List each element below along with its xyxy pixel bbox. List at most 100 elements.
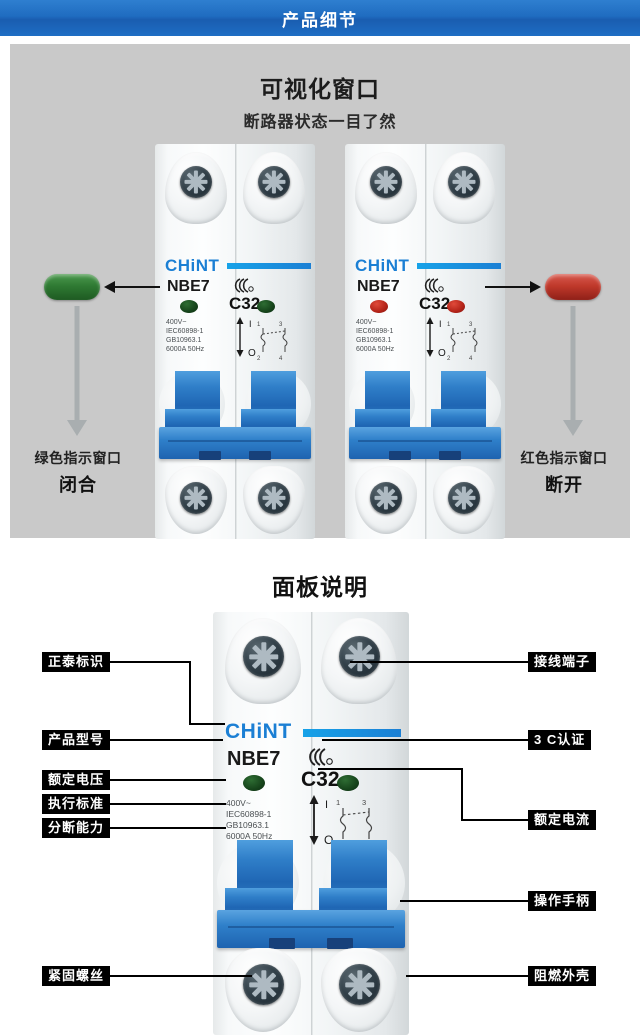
- spec-text: 400V~ IEC60898-1 GB10963.1 6000A 50Hz: [226, 798, 273, 841]
- spec-text: 400V~ IEC60898-1 GB10963.1 6000A 50Hz: [356, 319, 395, 353]
- terminal-screw-top-right: [448, 166, 480, 198]
- handle-ramp-left: [165, 409, 220, 431]
- svg-text:O: O: [248, 348, 256, 358]
- terminal-screw-top-left: [180, 166, 212, 198]
- red-caption-line1: 红色指示窗口: [520, 450, 608, 466]
- brand-stripe: [303, 729, 401, 737]
- svg-text:4: 4: [279, 356, 283, 362]
- status-window-right: [337, 775, 359, 791]
- page-title: 产品细节: [282, 10, 358, 30]
- brand-logo: CHiNT: [225, 720, 292, 743]
- terminal-screw-bottom-left: [180, 482, 212, 514]
- pole-divider: [425, 144, 427, 539]
- red-caption-line2: 断开: [545, 475, 583, 495]
- rated-current-leader-h1: [318, 768, 462, 770]
- flame-retardant-shell-callout: 阻燃外壳: [528, 966, 597, 986]
- operating-handle-leader: [400, 900, 528, 902]
- green-indicator-pill: [44, 274, 100, 300]
- wiring-terminal-leader: [350, 661, 528, 663]
- io-symbol-icon: I O: [303, 794, 345, 851]
- breaker-open: CHiNT NBE7 C32 400V~ IEC60898-1 GB10963.…: [345, 144, 505, 539]
- status-window-right: [447, 300, 465, 313]
- operating-handle[interactable]: [159, 427, 311, 459]
- section2-title: 面板说明: [272, 574, 368, 600]
- page-header: 产品细节: [0, 0, 640, 36]
- standard-callout: 执行标准: [42, 794, 111, 814]
- status-window-left: [180, 300, 198, 313]
- current-rating-text: C32: [301, 768, 340, 791]
- section1-title: 可视化窗口: [260, 76, 380, 102]
- svg-text:1: 1: [257, 322, 261, 328]
- terminal-screw-top-left: [370, 166, 402, 198]
- ccc-mark-icon: [229, 277, 255, 294]
- operating-handle[interactable]: [349, 427, 501, 459]
- product-model-callout: 产品型号: [42, 730, 111, 750]
- fastening-screw-leader: [110, 975, 252, 977]
- status-window-left: [370, 300, 388, 313]
- terminal-screw-bottom-right: [448, 482, 480, 514]
- svg-text:3: 3: [279, 322, 283, 328]
- handle-notch-left: [269, 938, 295, 949]
- handle-notch-right: [439, 451, 461, 460]
- green-caption: 绿色指示窗口 闭合: [10, 448, 146, 497]
- brand-logo: CHiNT: [355, 256, 410, 275]
- rated-current-leader-h2: [461, 819, 528, 821]
- svg-text:I: I: [325, 799, 328, 811]
- product-model-leader: [110, 739, 223, 741]
- brand-logo: CHiNT: [165, 256, 220, 275]
- current-rating-text: C32: [419, 294, 451, 313]
- terminal-screw-bottom-right: [339, 964, 380, 1005]
- handle-ramp-right: [319, 888, 387, 914]
- handle-ramp-left: [355, 409, 410, 431]
- pole-divider: [311, 612, 313, 1035]
- handle-notch-left: [389, 451, 411, 460]
- fastening-screw-callout: 紧固螺丝: [42, 966, 111, 986]
- rated-voltage-leader: [110, 779, 226, 781]
- svg-text:1: 1: [447, 322, 451, 328]
- io-symbol-icon: I O: [421, 316, 455, 363]
- wiring-terminal-callout: 接线端子: [528, 652, 597, 672]
- svg-text:2: 2: [447, 356, 451, 362]
- handle-notch-left: [199, 451, 221, 460]
- handle-block-right: [331, 840, 387, 896]
- terminal-screw-top-right: [258, 166, 290, 198]
- status-window-right: [257, 300, 275, 313]
- ccc-mark-icon: [301, 746, 335, 768]
- svg-text:3: 3: [469, 322, 473, 328]
- circuit-diagram-icon: 1 3 2 4: [251, 318, 301, 367]
- breaker-annotated: CHiNT NBE7 C32 400V~ IEC60898-1 GB10963.…: [213, 612, 409, 1035]
- chint-logo-leader-v: [189, 661, 191, 724]
- terminal-screw-bottom-left: [243, 964, 284, 1005]
- ccc-certification-callout: 3 C认证: [528, 730, 592, 750]
- red-down-arrow: [563, 306, 583, 436]
- handle-assembly: [345, 369, 505, 464]
- handle-ramp-right: [241, 409, 296, 431]
- handle-block-left: [237, 840, 293, 896]
- svg-text:3: 3: [362, 798, 366, 807]
- pole-divider: [235, 144, 237, 539]
- breaking-capacity-callout: 分断能力: [42, 818, 111, 838]
- terminal-screw-top-left: [243, 636, 284, 677]
- terminal-screw-bottom-right: [258, 482, 290, 514]
- brand-stripe: [227, 263, 311, 269]
- green-pointer-arrow: [104, 281, 160, 293]
- red-caption: 红色指示窗口 断开: [496, 448, 632, 497]
- model-text: NBE7: [167, 278, 210, 295]
- green-down-arrow: [67, 306, 87, 436]
- section1-subtitle: 断路器状态一目了然: [243, 114, 397, 131]
- operating-handle[interactable]: [217, 910, 405, 948]
- handle-notch-right: [327, 938, 353, 949]
- breaking-capacity-leader: [110, 827, 226, 829]
- spec-text: 400V~ IEC60898-1 GB10963.1 6000A 50Hz: [166, 319, 205, 353]
- standard-leader: [110, 803, 226, 805]
- terminal-screw-top-right: [339, 636, 380, 677]
- svg-text:O: O: [438, 348, 446, 358]
- svg-text:2: 2: [257, 356, 261, 362]
- svg-text:I: I: [249, 319, 252, 329]
- ccc-certification-leader: [322, 739, 528, 741]
- current-rating-text: C32: [229, 294, 261, 313]
- handle-notch-right: [249, 451, 271, 460]
- handle-assembly: [213, 840, 409, 950]
- handle-ramp-right: [431, 409, 486, 431]
- rated-voltage-callout: 额定电压: [42, 770, 111, 790]
